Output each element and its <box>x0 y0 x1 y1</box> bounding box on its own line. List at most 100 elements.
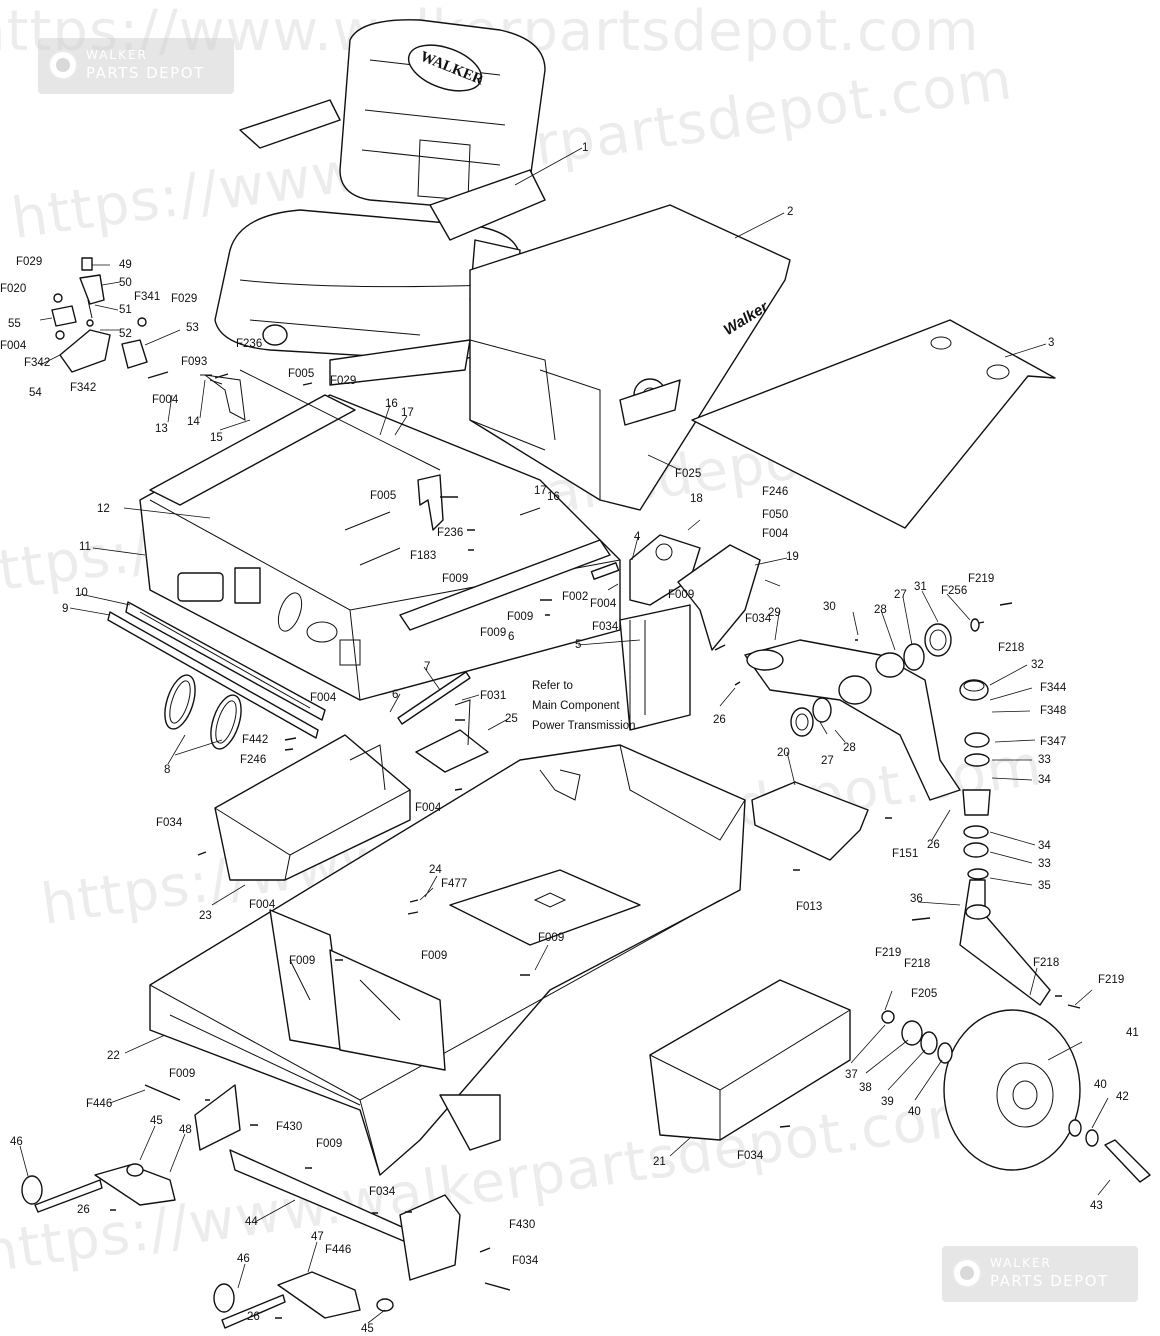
callout-19: 19 <box>786 551 799 563</box>
callout-14: 14 <box>187 416 200 428</box>
callout-F034: F034 <box>592 621 619 633</box>
callout-F236: F236 <box>236 338 262 350</box>
console-cover: Walker <box>469 204 791 511</box>
callout-F004: F004 <box>249 899 276 911</box>
main-body <box>139 394 621 701</box>
callout-F009: F009 <box>538 932 564 944</box>
callout-45: 45 <box>361 1323 374 1335</box>
callout-53: 53 <box>186 322 199 334</box>
callout-33: 33 <box>1038 754 1051 766</box>
battery-tray <box>214 734 411 881</box>
callout-F034: F430 <box>509 1219 535 1231</box>
walker-logo-icon <box>48 50 78 80</box>
brand-line2: PARTS DEPOT <box>990 1272 1109 1290</box>
brand-badge-bottom: WALKER PARTS DEPOT <box>942 1246 1138 1302</box>
callout-F477: F477 <box>441 878 467 890</box>
callout-45: 45 <box>150 1115 163 1127</box>
callout-F151: F151 <box>892 848 918 860</box>
callout-23: 23 <box>199 910 212 922</box>
callout-17: 17 <box>534 485 547 497</box>
main-frame <box>149 744 746 1176</box>
callout-F029: F029 <box>171 293 197 305</box>
callout-F218: F218 <box>904 958 930 970</box>
leader-lines <box>19 147 1111 1324</box>
callout-50: 50 <box>119 277 132 289</box>
callout-F005: F005 <box>288 368 314 380</box>
callout-9: 9 <box>62 603 68 615</box>
callout-24: 24 <box>429 864 442 876</box>
callout-49: 49 <box>119 259 132 271</box>
callout-16: 16 <box>385 398 398 410</box>
callout-F020: F020 <box>0 283 26 295</box>
callout-52: 52 <box>119 328 132 340</box>
caster-arm <box>744 639 961 801</box>
callout-F004: F004 <box>310 692 337 704</box>
console-brackets <box>590 534 761 651</box>
reference-note: Refer to Main Component Power Transmissi… <box>532 680 636 732</box>
callout-F009: F430 <box>276 1121 302 1133</box>
callout-26: 26 <box>713 714 726 726</box>
callout-F009: F009 <box>480 627 506 639</box>
callout-F430: F009 <box>316 1138 342 1150</box>
callout-37: 37 <box>845 1069 858 1081</box>
callout-6: 6 <box>508 631 514 643</box>
callout-F002: F002 <box>562 591 588 603</box>
floor-plate <box>691 319 1056 529</box>
callout-F236: F236 <box>437 527 463 539</box>
callout-27: 27 <box>821 755 834 767</box>
callout-F341: F341 <box>134 291 160 303</box>
callout-F025: F025 <box>675 468 701 480</box>
callout-34: 34 <box>1038 774 1051 786</box>
callout-F009: F009 <box>668 589 694 601</box>
callout-27: 27 <box>894 589 907 601</box>
callout-F013: F013 <box>796 901 822 913</box>
callout-40: 40 <box>908 1106 921 1118</box>
callout-F246: F246 <box>762 486 788 498</box>
brand-line1: WALKER <box>990 1256 1052 1270</box>
callout-F004: F004 <box>152 394 179 406</box>
callout-F004: F004 <box>590 598 617 610</box>
callout-12: 12 <box>97 503 110 515</box>
callout-F009: F009 <box>289 955 315 967</box>
callout-30: 30 <box>823 601 836 613</box>
callout-10: 10 <box>75 587 88 599</box>
callout-18: 18 <box>690 493 703 505</box>
callout-F347: F347 <box>1040 736 1066 748</box>
callout-F219: F219 <box>968 573 994 585</box>
callout-33: 33 <box>1038 858 1051 870</box>
brand-line1: WALKER <box>86 48 148 62</box>
callout-46: 46 <box>237 1253 250 1265</box>
callout-F029: F029 <box>16 256 42 268</box>
caster-wheel <box>881 1009 1151 1183</box>
svg-text:Power Transmission: Power Transmission <box>532 720 636 732</box>
brand-badge-top: WALKER PARTS DEPOT <box>38 38 234 94</box>
callout-F050: F050 <box>762 509 788 521</box>
walker-logo-icon <box>952 1258 982 1288</box>
callout-2: 2 <box>787 206 793 218</box>
brand-line2: PARTS DEPOT <box>86 64 205 82</box>
callout-16: 16 <box>547 491 560 503</box>
callout-20: 20 <box>777 747 790 759</box>
caster-fork <box>959 879 1051 1006</box>
trim-strips <box>107 601 326 739</box>
callout-28: 28 <box>843 742 856 754</box>
latch-assembly <box>51 257 148 373</box>
callout-F430: F446 <box>325 1244 351 1256</box>
callout-46: 46 <box>10 1136 23 1148</box>
callout-labels: 1 2 3 4 5 6 6 7 8 9 10 11 12 13 14 15 16… <box>0 142 1139 1335</box>
center-pedestal <box>619 604 691 731</box>
rear-tray <box>649 979 851 1141</box>
callout-21: 21 <box>653 1156 666 1168</box>
callout-55: 55 <box>8 318 21 330</box>
callout-F034: F009 <box>169 1068 195 1080</box>
callout-F034: F034 <box>745 613 772 625</box>
callout-41: 41 <box>1126 1027 1139 1039</box>
callout-26: 26 <box>247 1311 260 1323</box>
callout-F348: F348 <box>1040 705 1066 717</box>
callout-F256: F256 <box>941 585 967 597</box>
callout-29: 29 <box>768 607 781 619</box>
callout-F009: F009 <box>507 611 533 623</box>
callout-F004: F004 <box>762 528 789 540</box>
callout-F446: F034 <box>512 1255 539 1267</box>
